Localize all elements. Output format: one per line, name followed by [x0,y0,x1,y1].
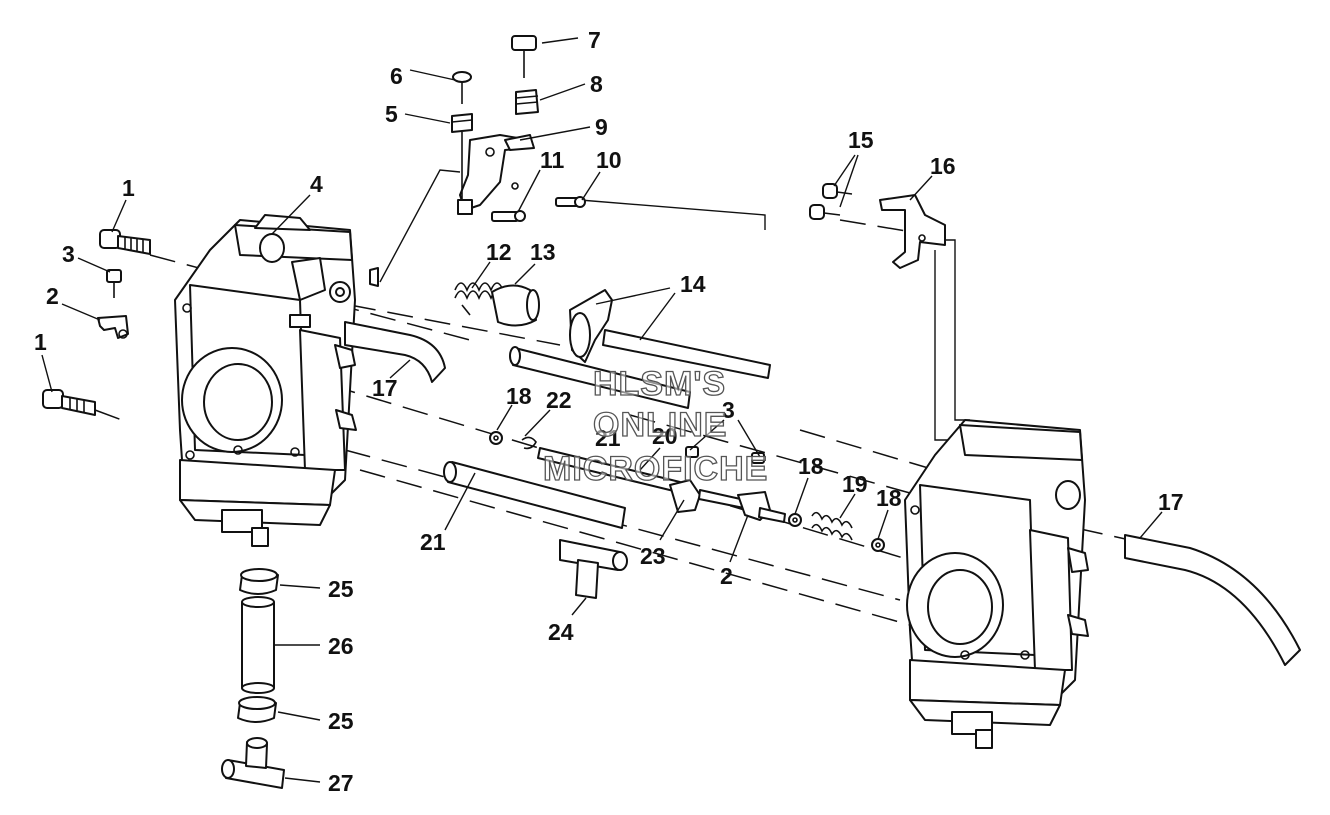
right-bracket [809,183,946,269]
callout-15: 15 [848,127,874,153]
callout-2-left: 2 [46,283,59,309]
left-screws-and-clamp [42,229,151,416]
throttle-bracket-assembly [451,35,586,222]
right-carburetor [904,419,1089,749]
callout-10: 10 [596,147,622,173]
watermark-line-1: HLSM'S [593,365,726,403]
callout-1-upper: 1 [122,175,135,201]
callout-25-upper: 25 [328,576,354,602]
callout-5: 5 [385,101,398,127]
leader-lines [41,37,1163,783]
callout-20: 20 [652,423,678,449]
sync-shaft-assembly [489,431,885,552]
shafts [443,346,691,529]
watermark: HLSM'S ONLINE MICROFICHE [542,364,768,488]
callout-18-left: 18 [506,383,532,409]
callout-2-right: 2 [720,563,733,589]
callout-17-right: 17 [1158,489,1184,515]
left-carburetor [174,214,379,547]
callout-3-right: 3 [722,397,735,423]
spring-bushing-lever [454,282,771,379]
callout-13: 13 [530,239,556,265]
callout-11: 11 [540,147,565,173]
callout-labels: 7 6 8 5 9 11 10 1 4 3 2 1 12 13 14 15 16… [34,27,1184,796]
callout-18-mid: 18 [798,453,824,479]
callout-18-right: 18 [876,485,902,511]
callout-21-upper: 21 [595,425,621,451]
callout-4: 4 [310,171,323,197]
drain-hose-assembly [221,568,285,789]
callout-9: 9 [595,114,608,140]
callout-24: 24 [548,619,574,645]
callout-12: 12 [486,239,512,265]
callout-17-left: 17 [372,375,398,401]
callout-8: 8 [590,71,603,97]
callout-1-lower: 1 [34,329,47,355]
tee-fitting [559,539,628,599]
callout-19: 19 [842,471,868,497]
watermark-line-3: MICROFICHE [543,450,768,488]
callout-6: 6 [390,63,403,89]
callout-25-lower: 25 [328,708,354,734]
callout-14: 14 [680,271,706,297]
callout-27: 27 [328,770,354,796]
callout-16: 16 [930,153,956,179]
callout-7: 7 [588,27,601,53]
watermark-line-2: ONLINE [593,406,727,444]
fuel-hoses [344,321,1301,666]
callout-23: 23 [640,543,666,569]
callout-22: 22 [546,387,572,413]
callout-3-left: 3 [62,241,75,267]
callout-21-lower: 21 [420,529,446,555]
callout-26: 26 [328,633,354,659]
